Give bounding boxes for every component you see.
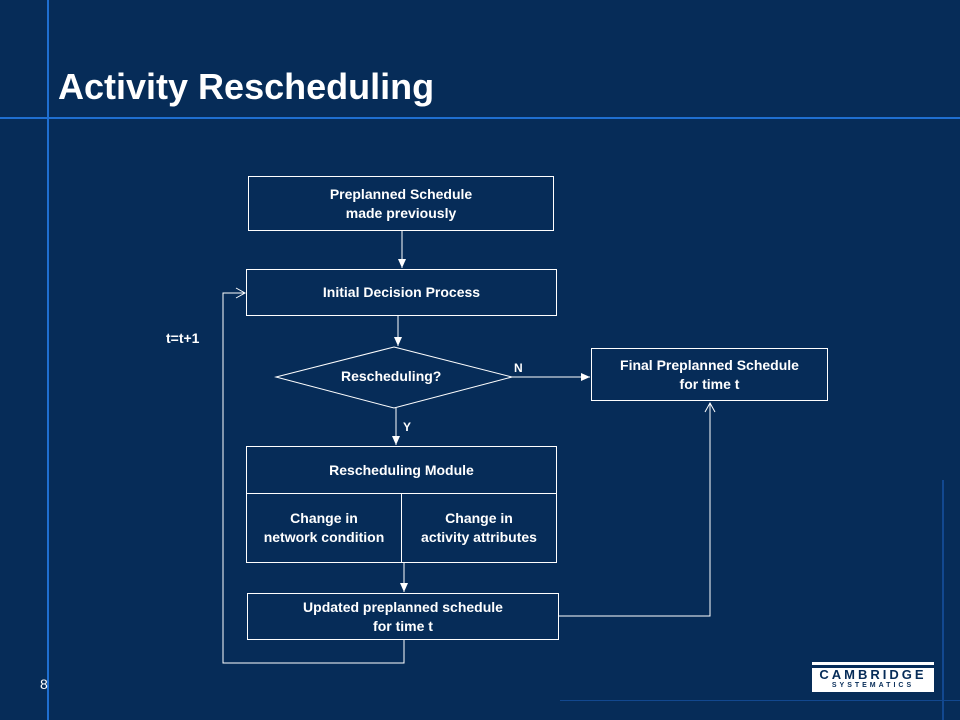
- preplanned-schedule-box: Preplanned Schedule made previously: [248, 176, 554, 231]
- accent-rule-horizontal: [560, 700, 960, 701]
- module-right-line2: activity attributes: [421, 529, 537, 545]
- preplanned-line1: Preplanned Schedule: [329, 185, 473, 202]
- loop-label: t=t+1: [166, 330, 200, 346]
- module-right-box: Change in activity attributes: [401, 493, 557, 563]
- module-left-line1: Change in: [290, 510, 358, 526]
- slide-number: 8: [40, 676, 48, 692]
- logo-top-bar: [812, 665, 934, 668]
- final-schedule-box: Final Preplanned Schedule for time t: [591, 348, 828, 401]
- horizontal-rule: [0, 117, 960, 119]
- logo-sub-text: SYSTEMATICS: [831, 682, 915, 689]
- module-left-line2: network condition: [263, 529, 385, 545]
- arrow-updated-to-final: [559, 401, 716, 617]
- decision-label: Rescheduling?: [341, 368, 442, 384]
- final-line1: Final Preplanned Schedule: [620, 356, 799, 373]
- updated-line2: for time t: [373, 617, 433, 634]
- accent-rule-vertical: [942, 480, 944, 720]
- yes-label: Y: [403, 420, 412, 434]
- rescheduling-module-box: Rescheduling Module: [246, 446, 557, 494]
- updated-schedule-box: Updated preplanned schedule for time t: [247, 593, 559, 640]
- logo-main-text: CAMBRIDGE: [819, 667, 927, 682]
- final-line2: for time t: [679, 375, 740, 392]
- slide-title: Activity Rescheduling: [58, 66, 435, 107]
- arrow-loop-back: [222, 287, 405, 664]
- updated-line1: Updated preplanned schedule: [303, 598, 503, 615]
- company-logo: CAMBRIDGE SYSTEMATICS: [812, 662, 934, 692]
- preplanned-line2: made previously: [345, 204, 457, 221]
- initial-decision-label: Initial Decision Process: [322, 284, 481, 300]
- module-right-line1: Change in: [445, 510, 513, 526]
- module-left-box: Change in network condition: [246, 493, 402, 563]
- decision-diamond: [274, 346, 514, 409]
- no-label: N: [514, 361, 523, 375]
- module-title: Rescheduling Module: [329, 461, 474, 478]
- initial-decision-box: Initial Decision Process: [246, 269, 557, 316]
- vertical-rule: [47, 0, 49, 720]
